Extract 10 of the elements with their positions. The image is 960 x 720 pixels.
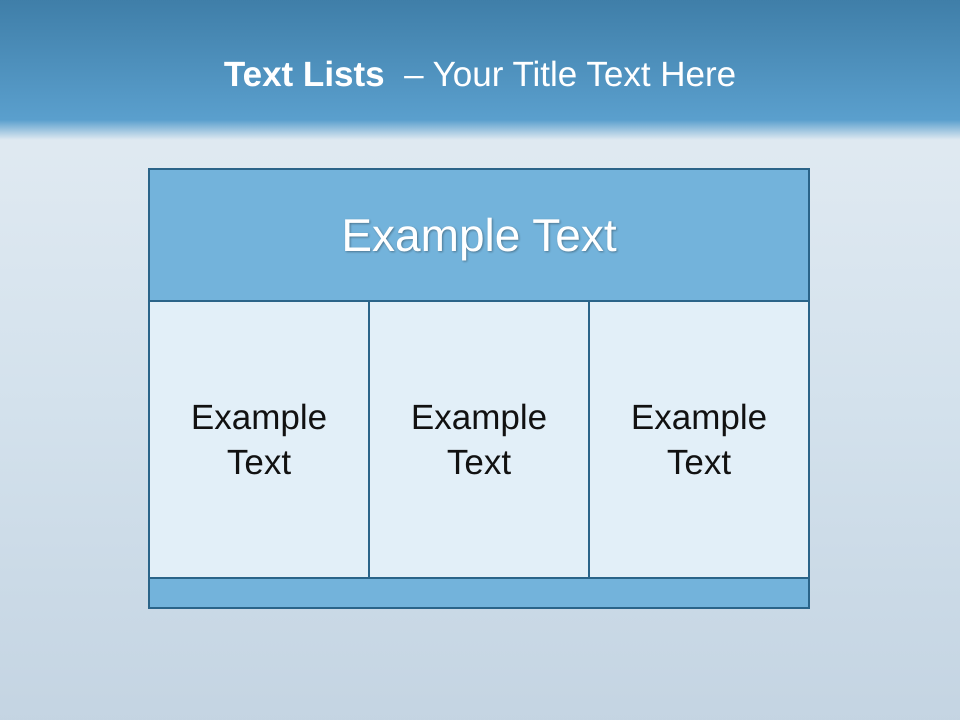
column-box (148, 300, 370, 579)
header-text: Example Text (341, 208, 617, 262)
column-text: Example Text (190, 396, 328, 484)
slide-title: Text Lists – Your Title Text Here (224, 54, 736, 96)
column-box (368, 300, 590, 579)
column-text: Example Text (630, 396, 768, 484)
footer-bar (148, 577, 810, 609)
column-text: Example Text (410, 396, 548, 484)
column-box (588, 300, 810, 579)
header-box (148, 168, 810, 302)
